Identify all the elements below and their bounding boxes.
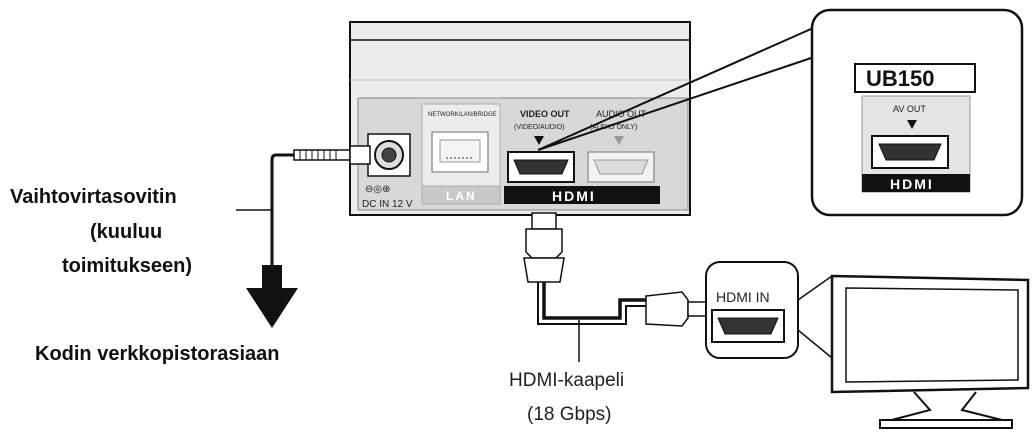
model-label: UB150 xyxy=(866,66,934,91)
lan-top-label: NETWORK/LAN/BRIDGE xyxy=(428,112,497,118)
dc-in-label: DC IN 12 V xyxy=(362,199,413,210)
hdmi-cable-label-line-2: (18 Gbps) xyxy=(527,404,611,425)
hdmi-logo-panel: HDMI xyxy=(552,188,596,204)
adapter-label-line-1: Vaihtovirtasovitin xyxy=(10,186,177,208)
video-out-arrow-icon xyxy=(534,136,544,145)
audio-out-arrow-icon xyxy=(614,136,624,145)
video-out-sub-label: (VIDEO/AUDIO) xyxy=(514,124,565,131)
callout-lines xyxy=(537,24,821,151)
hdmi-cable xyxy=(523,212,707,362)
lan-port: NETWORK/LAN/BRIDGE LAN xyxy=(421,103,501,205)
audio-out-sub-label: (AUDIO ONLY) xyxy=(590,124,637,131)
player-back-panel: DC IN 12 V ⊖◎⊕ NETWORK/LAN/BRIDGE LAN VI… xyxy=(349,21,691,216)
outlet-label: Kodin verkkopistorasiaan xyxy=(35,343,280,365)
adapter-label-line-2: (kuuluu xyxy=(90,221,162,243)
tv xyxy=(830,274,1030,429)
lan-label: LAN xyxy=(446,189,477,203)
tv-hdmi-in-callout: HDMI IN xyxy=(705,261,833,359)
video-out-label: VIDEO OUT xyxy=(520,109,570,119)
hdmi-video-out-port: VIDEO OUT (VIDEO/AUDIO) xyxy=(507,109,575,183)
av-out-label: AV OUT xyxy=(893,104,926,114)
ac-adapter-cable xyxy=(246,145,371,328)
hdmi-cable-label-line-1: HDMI-kaapeli xyxy=(509,370,624,391)
hdmi-logo-inset: HDMI xyxy=(890,176,934,192)
outlet-arrow-icon xyxy=(246,265,298,328)
model-inset: UB150 AV OUT HDMI xyxy=(810,8,1024,217)
dc-in-jack: DC IN 12 V ⊖◎⊕ xyxy=(362,133,413,210)
polarity-symbol: ⊖◎⊕ xyxy=(365,184,390,195)
av-out-arrow-icon xyxy=(907,120,917,129)
hdmi-in-label: HDMI IN xyxy=(716,289,770,305)
adapter-label-line-3: toimitukseen) xyxy=(62,255,192,277)
